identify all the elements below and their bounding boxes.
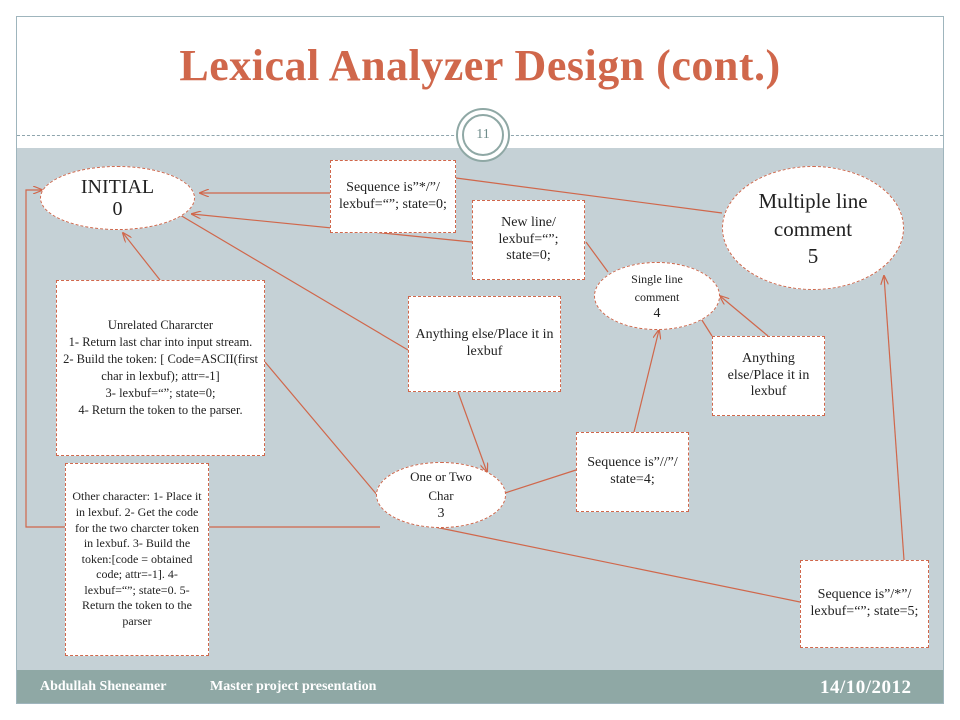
- edge-seqdd-to-single: [633, 330, 659, 433]
- transition-seq-slash-star: Sequence is”/*”/ lexbuf=“”; state=5;: [800, 560, 929, 648]
- transition-seq-star-slash: Sequence is”*/”/ lexbuf=“”; state=0;: [330, 160, 456, 233]
- footer-date: 14/10/2012: [820, 677, 912, 698]
- transition-anything-one-text: Anything else/Place it in lexbuf: [415, 327, 554, 359]
- state-single-line-label: Single line comment: [631, 272, 683, 304]
- state-one-two-label: One or Two Char: [410, 469, 472, 503]
- edge-seqss-to-multi: [884, 276, 905, 561]
- slide-number: 11: [462, 114, 504, 156]
- transition-anything-single-text: Anything else/Place it in lexbuf: [727, 351, 810, 400]
- state-one-two-char: One or Two Char 3: [376, 462, 506, 528]
- edge-anything-to-onetwo: [457, 391, 487, 472]
- slide-number-badge: 11: [456, 108, 510, 162]
- edge-onetwo-to-seqdd: [504, 469, 577, 494]
- transition-unrelated-text: Unrelated Chararcter 1- Return last char…: [63, 318, 258, 417]
- state-multiple-line-comment: Multiple line comment 5: [722, 166, 904, 290]
- transition-seq-slash-star-text: Sequence is”/*”/ lexbuf=“”; state=5;: [810, 587, 919, 619]
- transition-seq-double-slash-text: Sequence is”//”/ state=4;: [587, 455, 678, 487]
- state-initial-number: 0: [112, 198, 123, 220]
- edge-anything2-to-single: [720, 296, 769, 337]
- state-multi-line-label: Multiple line comment: [758, 189, 868, 241]
- state-initial-label: INITIAL: [80, 176, 155, 198]
- transition-other-character: Other character: 1- Place it in lexbuf. …: [65, 463, 209, 656]
- edge-multi-to-seq: [455, 177, 723, 214]
- transition-other-text: Other character: 1- Place it in lexbuf. …: [72, 489, 202, 629]
- edge-unrelated-to-initial: [123, 233, 161, 281]
- transition-anything-else-single: Anything else/Place it in lexbuf: [712, 336, 825, 416]
- footer-author: Abdullah Sheneamer: [40, 679, 167, 694]
- edge-onetwo-to-initial: [179, 214, 409, 351]
- state-single-line-comment: Single line comment 4: [594, 262, 720, 330]
- edge-single-to-anything2: [699, 316, 713, 337]
- state-one-two-number: 3: [437, 506, 445, 521]
- footer-bar: [17, 670, 943, 703]
- transition-new-line: New line/ lexbuf=“”; state=0;: [472, 200, 585, 280]
- footer-presentation: Master project presentation: [210, 679, 377, 694]
- slide-title: Lexical Analyzer Design (cont.): [179, 41, 781, 90]
- state-initial: INITIAL 0: [40, 166, 195, 230]
- edge-unrelated-to-onetwo: [264, 361, 379, 497]
- edge-single-to-newline: [585, 241, 609, 273]
- state-single-line-number: 4: [653, 306, 661, 321]
- transition-anything-else-one: Anything else/Place it in lexbuf: [408, 296, 561, 392]
- transition-new-line-text: New line/ lexbuf=“”; state=0;: [498, 215, 559, 264]
- transition-seq-double-slash: Sequence is”//”/ state=4;: [576, 432, 689, 512]
- state-multi-line-number: 5: [807, 244, 819, 268]
- transition-seq-star-slash-text: Sequence is”*/”/ lexbuf=“”; state=0;: [339, 179, 447, 212]
- transition-unrelated-character: Unrelated Chararcter 1- Return last char…: [56, 280, 265, 456]
- edge-onetwo-to-seqss: [434, 526, 801, 603]
